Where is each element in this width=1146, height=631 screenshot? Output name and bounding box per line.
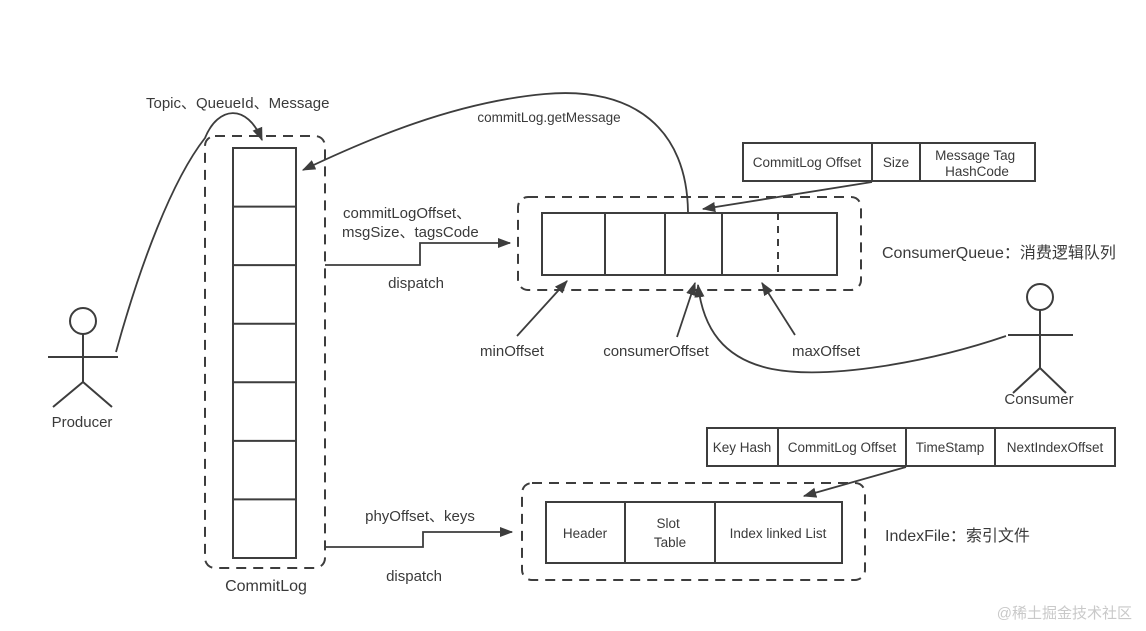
dispatch-top-arrow [325, 237, 512, 266]
consumerqueue-container [517, 196, 862, 291]
consumerqueue-label: ConsumerQueue：消费逻辑队列 [882, 244, 1116, 262]
consumer-actor-icon [1008, 283, 1073, 394]
phyoffset-keys-label: phyOffset、keys [365, 508, 475, 525]
producer-head [69, 307, 97, 335]
commitlog-container: CommitLog [204, 135, 326, 595]
indexfile-cell-header: Header [563, 526, 608, 541]
topic-queueid-message-label: Topic、QueueId、Message [146, 95, 329, 112]
cq-col-size: Size [883, 155, 909, 170]
consumequeue-record-table: CommitLog Offset Size Message Tag HashCo… [742, 142, 1036, 182]
cq-col-message-tag-line1: Message Tag [935, 148, 1015, 163]
producer-legs [52, 380, 113, 408]
maxoffset-label: maxOffset [792, 343, 861, 360]
index-record-pointer-arrow [802, 466, 907, 498]
consumerqueue-dashed-box [517, 196, 862, 291]
dispatch-args-line2: msgSize、tagsCode [342, 224, 479, 241]
indexfile-cell-index-linked-list: Index linked List [730, 526, 827, 541]
producer-label: Producer [52, 414, 113, 431]
minoffset-arrow [516, 280, 568, 337]
consumer-legs [1012, 366, 1067, 394]
consumeroffset-arrow [676, 281, 696, 338]
indexfile-label: IndexFile：索引文件 [885, 527, 1030, 545]
indexfile-container: Header Slot Table Index linked List [521, 482, 866, 581]
dispatch-top-label: dispatch [388, 275, 444, 292]
cq-col-commitlog-offset: CommitLog Offset [753, 155, 862, 170]
commitlog-dashed-box [204, 135, 326, 569]
getmessage-arrow [301, 92, 689, 213]
dispatch-bottom-label: dispatch [386, 568, 442, 585]
index-col-nextindexoffset: NextIndexOffset [1007, 440, 1104, 455]
cq-table-outline [742, 142, 1036, 182]
minoffset-label: minOffset [480, 343, 545, 360]
index-col-key-hash: Key Hash [713, 440, 772, 455]
consumerqueue-cells-outline [541, 212, 838, 276]
index-col-timestamp: TimeStamp [916, 440, 985, 455]
cq-col-message-tag-hashcode: Message Tag HashCode [935, 148, 1019, 179]
indexfile-cell-slot-line1: Slot [656, 516, 680, 531]
dispatch-args-line1: commitLogOffset、 [343, 205, 471, 222]
commitlog-cells-outline [232, 147, 297, 559]
dispatch-bottom-arrow [325, 526, 514, 548]
consumer-read-arrow [694, 283, 1007, 374]
index-col-commitlog-offset: CommitLog Offset [788, 440, 897, 455]
producer-send-arrow [115, 112, 263, 353]
consumeroffset-label: consumerOffset [603, 343, 709, 360]
consumer-label: Consumer [1004, 391, 1073, 408]
index-table-outline [706, 427, 1116, 467]
indexfile-cell-slot-table: Slot Table [654, 516, 686, 550]
cq-record-pointer-arrow [701, 181, 873, 213]
maxoffset-arrow [761, 282, 796, 336]
consumer-head [1026, 283, 1054, 311]
watermark-text: @稀土掘金技术社区 [997, 605, 1132, 622]
indexfile-cells-outline [545, 501, 843, 564]
indexfile-record-table: Key Hash CommitLog Offset TimeStamp Next… [706, 427, 1116, 467]
indexfile-dashed-box [521, 482, 866, 581]
producer-actor-icon [48, 307, 118, 408]
cq-col-message-tag-line2: HashCode [945, 164, 1009, 179]
getmessage-label: commitLog.getMessage [477, 110, 620, 125]
commitlog-label: CommitLog [225, 578, 307, 595]
indexfile-cell-slot-line2: Table [654, 535, 686, 550]
